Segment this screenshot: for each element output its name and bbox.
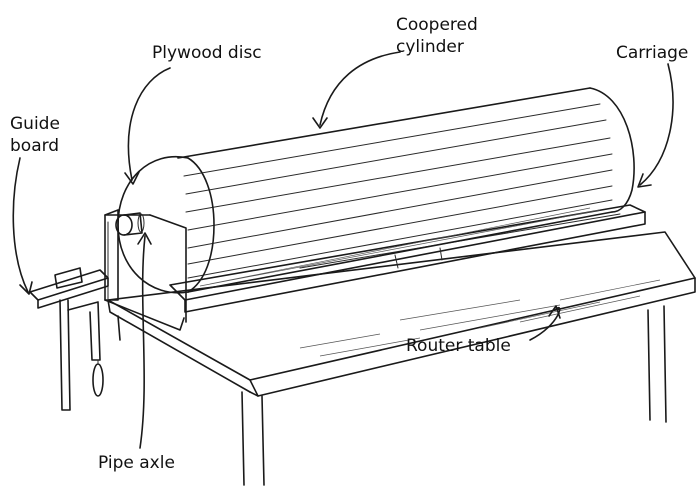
label-coopered-cylinder-line1: Coopered: [396, 15, 478, 35]
router-table: [107, 231, 696, 486]
label-guide-board-line2: board: [10, 136, 60, 156]
label-guide-board: Guide board: [10, 113, 60, 157]
label-plywood-disc: Plywood disc: [152, 43, 262, 63]
plywood-disc: [104, 155, 215, 331]
label-carriage: Carriage: [616, 43, 689, 63]
leader-lines: [12, 51, 674, 449]
pipe-axle: [115, 212, 145, 236]
coopered-cylinder: [177, 87, 635, 293]
label-coopered-cylinder: Coopered cylinder: [396, 14, 478, 58]
label-router-table: Router table: [406, 336, 511, 356]
guide-board: [29, 267, 109, 309]
clamp: [59, 299, 104, 411]
carriage: [169, 204, 646, 313]
label-pipe-axle: Pipe axle: [98, 453, 175, 473]
label-coopered-cylinder-line2: cylinder: [396, 37, 464, 57]
label-guide-board-line1: Guide: [10, 114, 60, 134]
